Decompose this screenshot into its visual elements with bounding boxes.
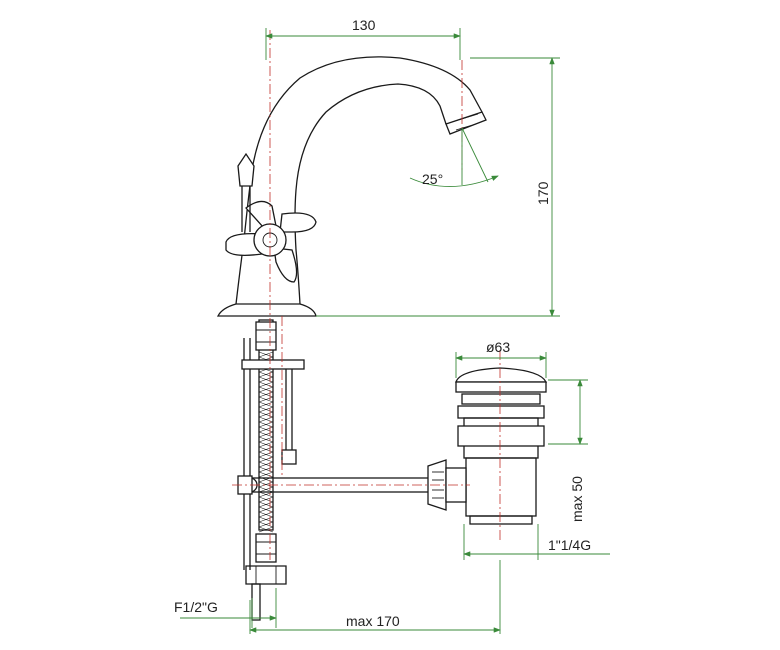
- hose-braid-line: [258, 386, 274, 393]
- hose-braid-line: [258, 391, 274, 398]
- hose-braid-line: [258, 416, 274, 423]
- hose-braid-line: [258, 461, 274, 468]
- rod-length-label: max 170: [346, 613, 400, 629]
- hose-braid-line: [258, 351, 274, 358]
- dimension-labels: 130 170 25° ø63 max 50 1"1/4G F1/2"G max…: [174, 17, 591, 629]
- spout-angle-label: 25°: [422, 171, 443, 187]
- hose-braid-line: [258, 486, 274, 493]
- hose-braid-line: [258, 376, 274, 383]
- waste-stroke-label: max 50: [569, 476, 585, 522]
- hose-braid-line: [258, 466, 274, 473]
- supply-thread-label: F1/2"G: [174, 599, 218, 615]
- watermark: [60, 38, 73, 91]
- hose-braid-line: [258, 396, 274, 403]
- center-lines: [232, 30, 501, 560]
- hose-braid-line: [258, 426, 274, 433]
- waste-thread-label: 1"1/4G: [548, 537, 591, 553]
- hose-braid-line: [258, 446, 274, 453]
- hose-braid-line: [258, 381, 274, 388]
- spout-reach-label: 130: [352, 17, 376, 33]
- waste-diameter-label: ø63: [486, 339, 510, 355]
- hose-braid-line: [258, 451, 274, 458]
- height-label: 170: [535, 181, 551, 205]
- hose-braid-line: [258, 411, 274, 418]
- popup-lever-knob: [237, 152, 255, 232]
- hose-braid-line: [258, 511, 274, 518]
- hose-braid-line: [258, 441, 274, 448]
- faucet-body: [216, 56, 487, 317]
- hose-braid-line: [258, 371, 274, 378]
- waste-valve: [427, 367, 548, 525]
- hose-braid-line: [258, 401, 274, 408]
- hose-braid-line: [258, 506, 274, 513]
- hose-braid-line: [258, 471, 274, 478]
- hose-braid-line: [258, 501, 274, 508]
- hose-braid-line: [258, 481, 274, 488]
- supply-hoses: [241, 319, 305, 621]
- hose-braid-line: [258, 496, 274, 503]
- dimension-lines: [180, 28, 610, 634]
- hose-braid-line: [258, 406, 274, 413]
- hose-braid-line: [258, 521, 274, 528]
- hose-braid-line: [258, 421, 274, 428]
- hose-braid-line: [258, 516, 274, 523]
- hose-braid-line: [258, 491, 274, 498]
- hose-braid-line: [258, 526, 274, 533]
- hose-braid-line: [258, 436, 274, 443]
- hose-braid-line: [258, 431, 274, 438]
- hose-braid-line: [258, 456, 274, 463]
